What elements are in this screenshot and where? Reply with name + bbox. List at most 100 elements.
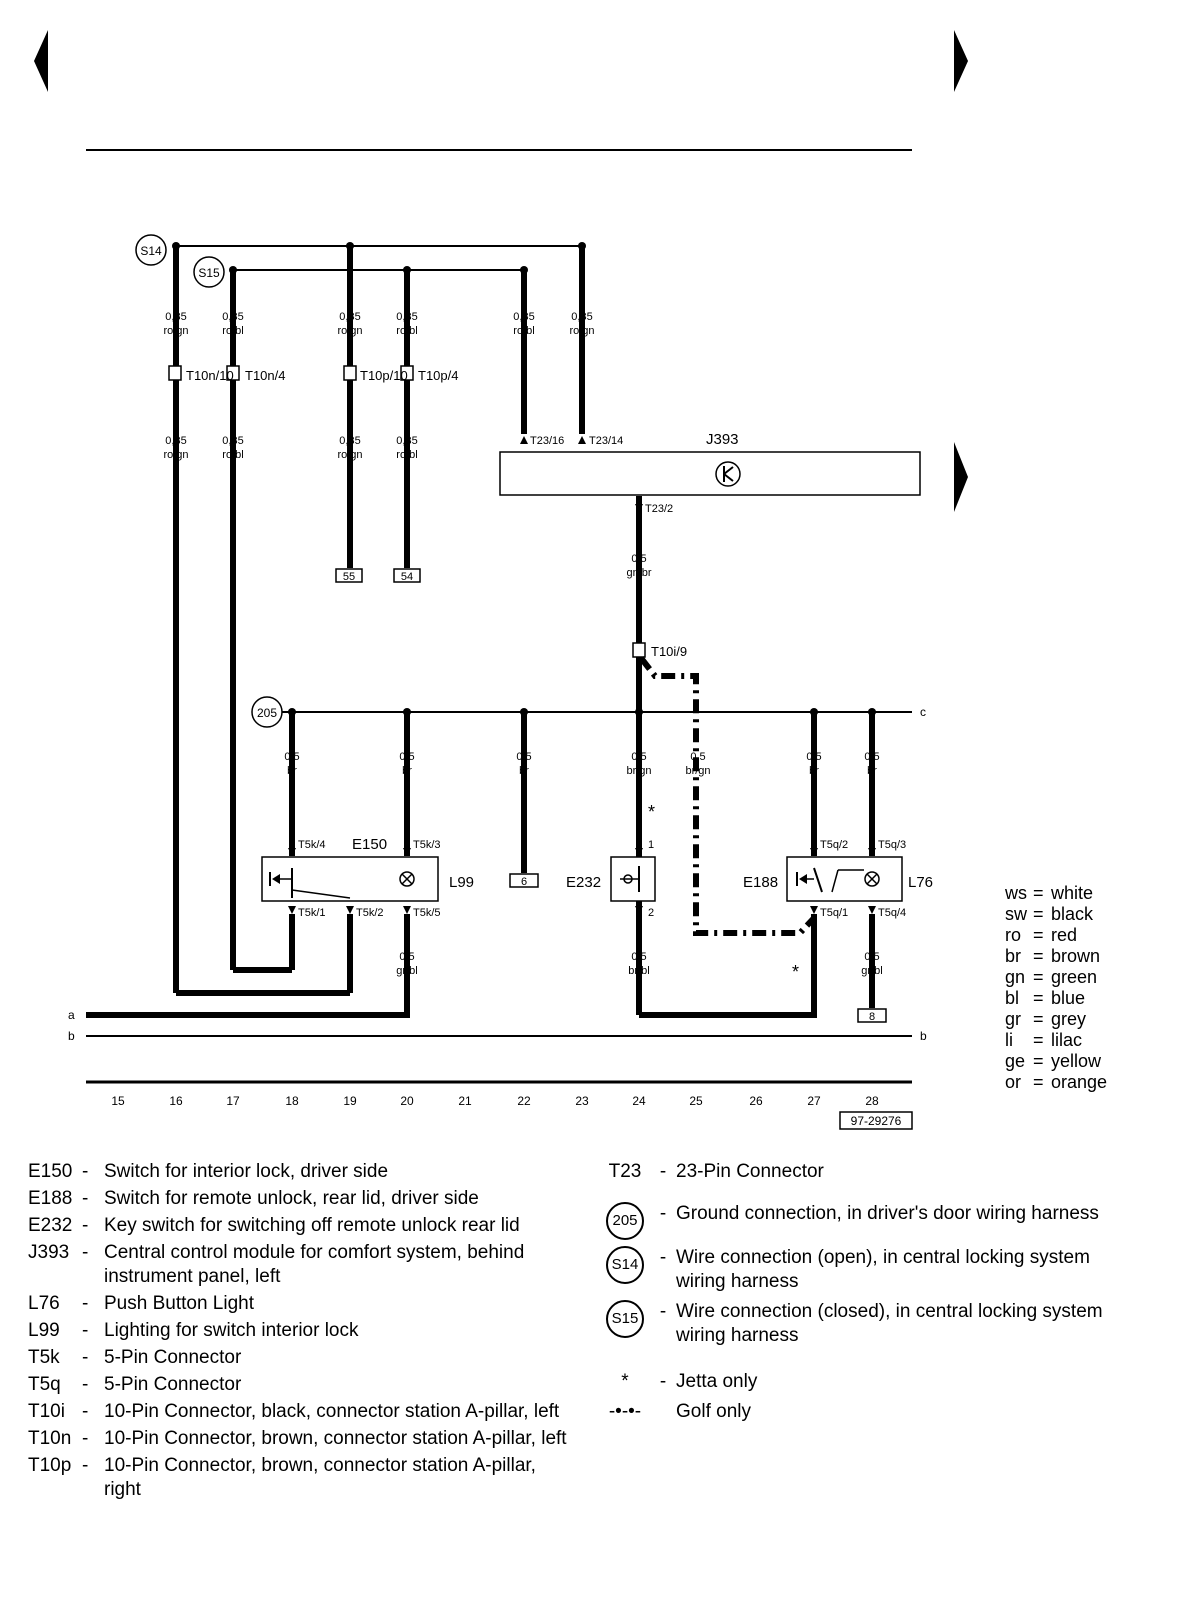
svg-text:b: b [68,1029,75,1043]
svg-text:T5k/2: T5k/2 [356,907,384,919]
svg-text:0,5: 0,5 [864,951,879,963]
svg-text:27: 27 [807,1094,821,1108]
svg-text:6: 6 [521,876,527,888]
svg-text:T5k/5: T5k/5 [413,907,441,919]
svg-text:25: 25 [689,1094,703,1108]
svg-text:ro/gn: ro/gn [337,325,362,337]
ground-205-symbol: 205 [251,696,283,728]
svg-text:S14: S14 [140,244,162,258]
svg-text:br: br [287,765,297,777]
svg-text:br: br [402,765,412,777]
legend-item: T23-23-Pin Connector [608,1161,824,1182]
svg-text:gr/bl: gr/bl [861,965,882,977]
svg-text:0,35: 0,35 [571,311,592,323]
triangle-right-icon[interactable] [954,442,968,512]
j393-module: J393 [499,431,921,496]
svg-text:0,35: 0,35 [222,311,243,323]
svg-text:0,5: 0,5 [806,751,821,763]
ground-205-symbol: 205 [606,1202,644,1240]
svg-text:0,5: 0,5 [631,951,646,963]
svg-text:23: 23 [575,1094,589,1108]
svg-text:21: 21 [458,1094,472,1108]
jetta-only-mark: * [648,802,655,822]
s14-junction-symbol: S14 [606,1246,644,1284]
svg-text:br/gn: br/gn [626,765,651,777]
svg-text:T5k/1: T5k/1 [298,907,326,919]
svg-text:L99: L99 [449,874,474,891]
svg-text:a: a [68,1008,75,1022]
svg-text:54: 54 [401,571,413,583]
svg-text:1: 1 [648,839,654,851]
svg-text:16: 16 [169,1094,183,1108]
svg-text:0,35: 0,35 [165,435,186,447]
svg-text:T23/16: T23/16 [530,435,564,447]
wire-spec-color: ro/gn [163,325,188,337]
svg-text:0,5: 0,5 [864,751,879,763]
svg-text:28: 28 [865,1094,879,1108]
legend-item: *-Jetta only [621,1371,758,1392]
svg-text:E232: E232 [566,874,601,891]
svg-text:19: 19 [343,1094,357,1108]
e150-switch-box: E150 L99 [261,836,474,902]
wire-spec-size: 0,35 [165,311,186,323]
svg-text:0,5: 0,5 [399,951,414,963]
svg-text:br/bl: br/bl [628,965,649,977]
legend-item: L76-Push Button Light [28,1293,254,1314]
ref-8: 8 [857,1008,887,1023]
legend-item: E188-Switch for remote unlock, rear lid,… [28,1188,479,1209]
svg-text:br/gn: br/gn [685,765,710,777]
svg-text:0,5: 0,5 [690,751,705,763]
svg-text:8: 8 [869,1011,875,1023]
svg-text:T10n/4: T10n/4 [245,368,285,383]
legend-item: S14-Wire connection (open), in central l… [600,1246,1120,1294]
component-legend: E150-Switch for interior lock, driver si… [28,1160,568,1505]
symbol-legend: T23-23-Pin Connector 205-Ground connecti… [600,1160,1120,1430]
legend-item: J393-Central control module for comfort … [28,1242,525,1287]
legend-item: T10p-10-Pin Connector, brown, connector … [28,1455,536,1500]
svg-text:ro/gn: ro/gn [163,449,188,461]
svg-text:T5q/1: T5q/1 [820,907,848,919]
svg-text:T5q/4: T5q/4 [878,907,906,919]
svg-text:T5q/2: T5q/2 [820,839,848,851]
svg-text:ro/gn: ro/gn [337,449,362,461]
legend-item: L99-Lighting for switch interior lock [28,1320,359,1341]
svg-text:26: 26 [749,1094,763,1108]
svg-text:ro/bl: ro/bl [222,325,243,337]
legend-item: E232-Key switch for switching off remote… [28,1215,520,1236]
svg-text:ro/bl: ro/bl [396,449,417,461]
svg-text:br: br [519,765,529,777]
svg-text:0,5: 0,5 [631,751,646,763]
e188-switch-box: E188 L76 [743,856,933,902]
svg-text:17: 17 [226,1094,240,1108]
legend-item: 205-Ground connection, in driver's door … [600,1202,1120,1240]
svg-text:ro/bl: ro/bl [513,325,534,337]
svg-text:97-29276: 97-29276 [851,1114,902,1128]
triangle-right-icon[interactable] [954,30,968,92]
svg-text:T10p/10: T10p/10 [360,368,408,383]
svg-text:E150: E150 [352,836,387,853]
svg-text:0,35: 0,35 [339,311,360,323]
svg-text:b: b [920,1029,927,1043]
wire-color-key: ws=white sw=black ro=red br=brown gn=gre… [1005,883,1108,1092]
svg-text:c: c [920,705,926,719]
wiring-diagram: S14 S15 0,35 ro/gn 0,35 ro/bl 0,35 ro/gn… [34,30,968,1130]
svg-text:T10p/4: T10p/4 [418,368,458,383]
svg-text:ro/bl: ro/bl [396,325,417,337]
svg-text:gr/bl: gr/bl [396,965,417,977]
legend-item: S15-Wire connection (closed), in central… [600,1300,1120,1348]
e232-key-switch: E232 [566,856,656,902]
svg-text:br: br [809,765,819,777]
legend-item: T10i-10-Pin Connector, black, connector … [28,1401,560,1422]
svg-text:ro/bl: ro/bl [222,449,243,461]
svg-text:18: 18 [285,1094,299,1108]
svg-text:L76: L76 [908,874,933,891]
svg-text:E188: E188 [743,874,778,891]
triangle-left-icon[interactable] [34,30,48,92]
s15-junction-symbol: S15 [193,256,225,288]
svg-text:20: 20 [400,1094,414,1108]
svg-text:T23/14: T23/14 [589,435,623,447]
jetta-only-mark: * [792,962,799,982]
svg-text:0,35: 0,35 [396,435,417,447]
golf-only-wire [638,656,817,936]
svg-text:J393: J393 [706,431,739,448]
